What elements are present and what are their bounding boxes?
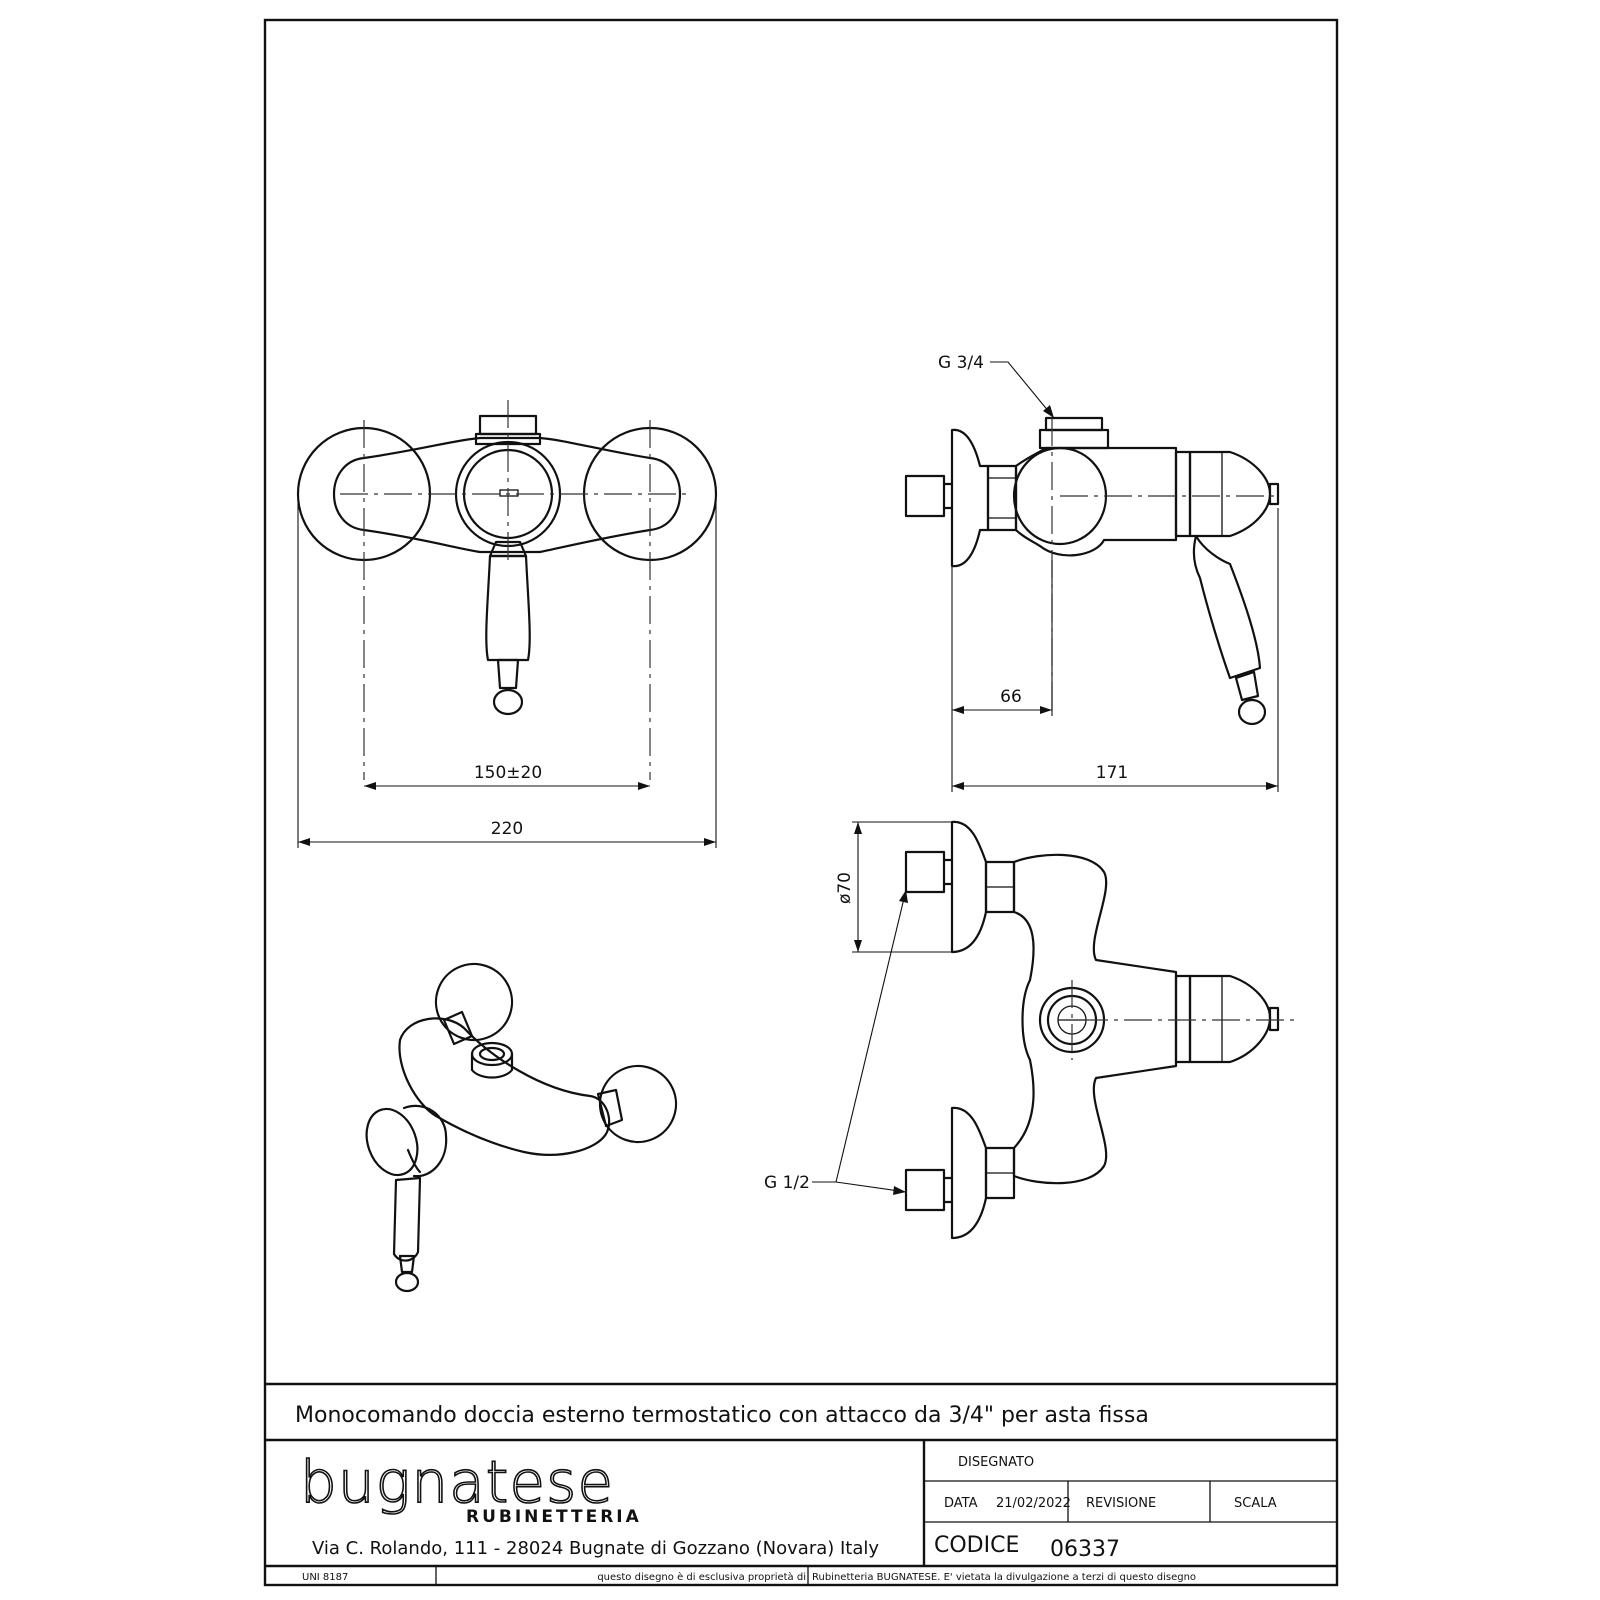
scala-label: SCALA xyxy=(1234,1496,1277,1511)
company-address: Via C. Rolando, 111 - 28024 Bugnate di G… xyxy=(312,1538,879,1559)
codice-label: CODICE xyxy=(934,1533,1019,1558)
dim-171-label: 171 xyxy=(1096,763,1128,783)
dim-220-label: 220 xyxy=(491,819,523,839)
company-logo-sub: RUBINETTERIA xyxy=(466,1507,642,1527)
front-view xyxy=(296,400,718,848)
drawing-frame xyxy=(263,18,1339,1587)
revisione-label: REVISIONE xyxy=(1086,1496,1156,1511)
codice-value: 06337 xyxy=(1050,1537,1120,1562)
disclaimer-right: Rubinetteria BUGNATESE. E' vietata la di… xyxy=(812,1572,1196,1583)
g34-callout: G 3/4 xyxy=(938,353,984,373)
title-block xyxy=(265,1382,1337,1585)
disclaimer-left: questo disegno è di esclusiva proprietà … xyxy=(597,1571,806,1583)
g12-callout: G 1/2 xyxy=(764,1173,810,1193)
company-logo-word: bugnatese xyxy=(300,1448,614,1516)
dim-66-label: 66 xyxy=(1000,687,1022,707)
top-view xyxy=(812,820,1296,1240)
data-value: 21/02/2022 xyxy=(996,1496,1071,1511)
product-title: Monocomando doccia esterno termostatico … xyxy=(295,1403,1149,1428)
dim-diameter-70-label: ø70 xyxy=(835,872,855,904)
data-label: DATA xyxy=(944,1496,978,1511)
side-view xyxy=(904,361,1280,792)
norm-label: UNI 8187 xyxy=(302,1572,348,1583)
isometric-view xyxy=(365,962,678,1293)
disegnato-label: DISEGNATO xyxy=(958,1455,1034,1470)
dim-150-label: 150±20 xyxy=(474,763,542,783)
